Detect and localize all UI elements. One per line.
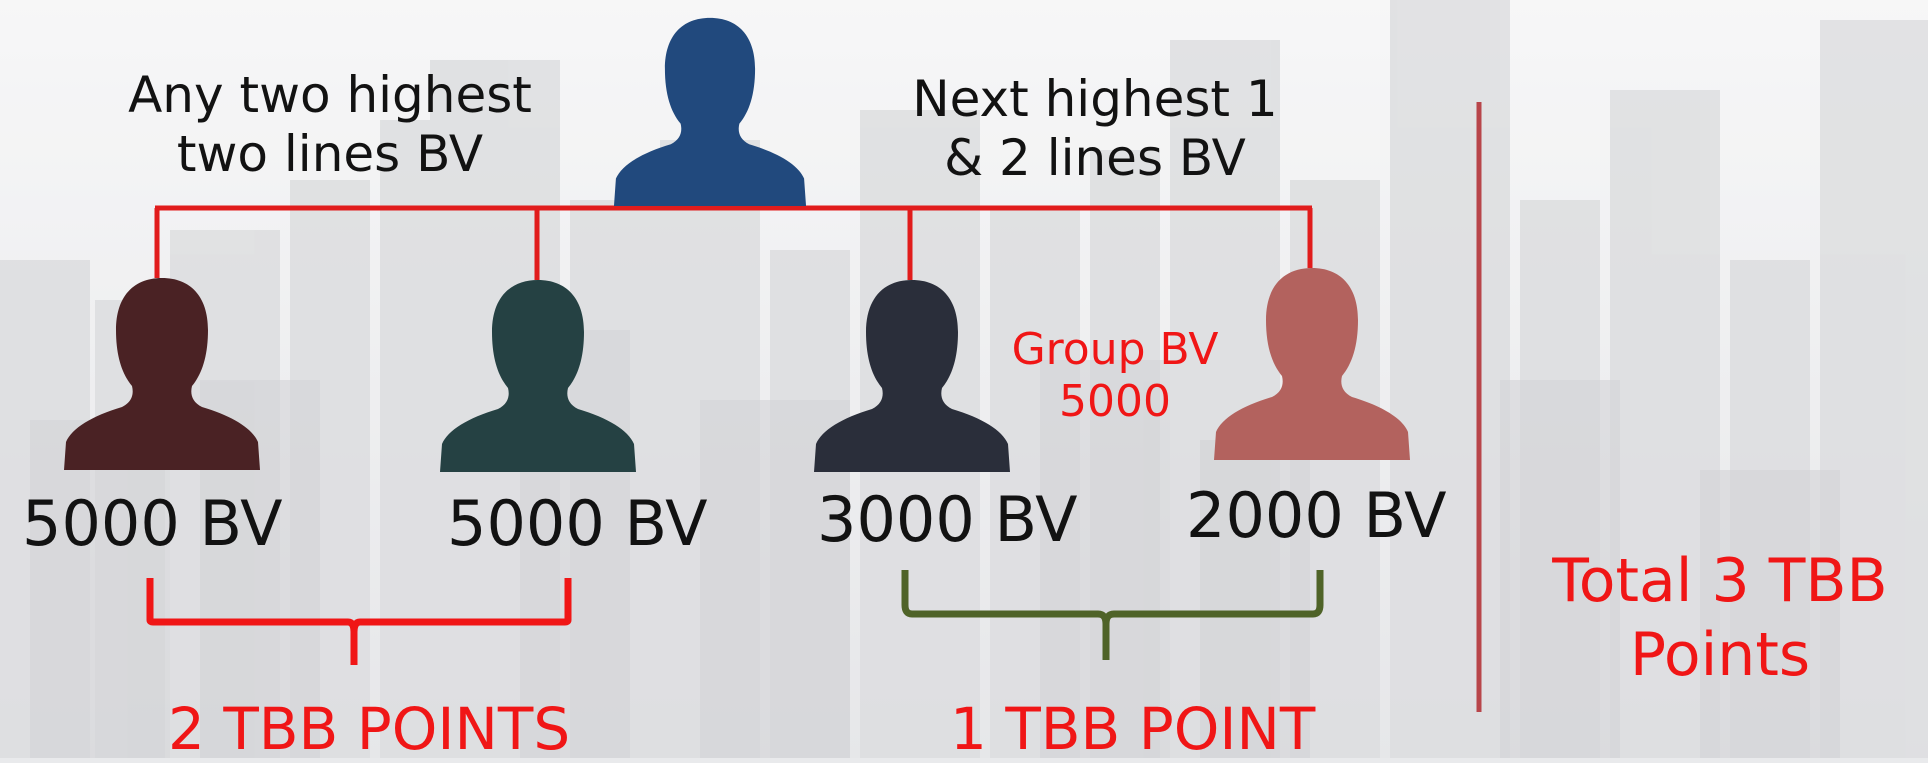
right-caption-line1: Next highest 1 xyxy=(912,70,1278,128)
leg-4-bv: 2000 BV xyxy=(1186,479,1447,552)
group-bv-note-line1: Group BV xyxy=(1011,324,1219,375)
right-points-label: 1 TBB POINT xyxy=(950,695,1316,763)
total-points-line2: Points xyxy=(1629,620,1811,690)
leg-1-person-icon xyxy=(64,278,260,470)
group-bv-note: Group BV 5000 xyxy=(990,324,1240,428)
left-caption: Any two highest two lines BV xyxy=(100,68,560,182)
leg-2-bv: 5000 BV xyxy=(447,487,708,560)
leg-3-bv: 3000 BV xyxy=(817,483,1078,556)
left-caption-line2: two lines BV xyxy=(176,125,484,183)
total-points-line1: Total 3 TBB xyxy=(1552,546,1888,616)
right-caption: Next highest 1 & 2 lines BV xyxy=(890,72,1300,186)
leg-1-bv: 5000 BV xyxy=(22,487,283,560)
left-caption-line1: Any two highest xyxy=(128,66,532,124)
bracket-left xyxy=(146,578,572,665)
group-bv-note-line2: 5000 xyxy=(1059,376,1171,428)
leg-4-person-icon xyxy=(1214,268,1410,460)
total-points: Total 3 TBB Points xyxy=(1540,548,1900,688)
top-person-icon xyxy=(613,17,807,206)
right-caption-line2: & 2 lines BV xyxy=(944,129,1246,187)
bracket-right xyxy=(901,570,1324,660)
leg-2-person-icon xyxy=(440,280,636,472)
leg-3-person-icon xyxy=(814,280,1010,472)
left-points-label: 2 TBB POINTS xyxy=(168,695,571,763)
